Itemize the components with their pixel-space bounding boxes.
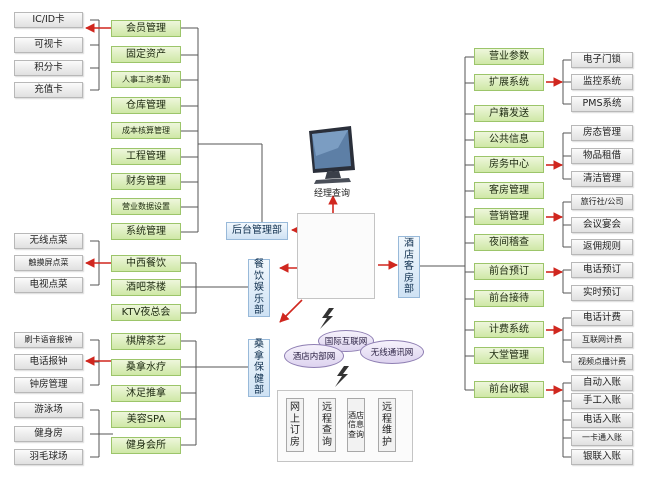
dining-dept[interactable]: 餐饮娱乐部 bbox=[248, 259, 270, 317]
guestroom-module[interactable]: 夜间稽查 bbox=[474, 234, 544, 251]
cashier-item[interactable]: 自动入账 bbox=[571, 375, 633, 391]
ordering-item[interactable]: 触摸屏点菜 bbox=[14, 255, 83, 271]
ordering-item[interactable]: 无线点菜 bbox=[14, 233, 83, 249]
wellness-venue[interactable]: 棋牌茶艺 bbox=[111, 333, 181, 350]
housekeeping-item[interactable]: 房态管理 bbox=[571, 125, 633, 141]
reservation-item[interactable]: 电话预订 bbox=[571, 262, 633, 278]
cashier-item[interactable]: 手工入账 bbox=[571, 393, 633, 409]
backoffice-module[interactable]: 系统管理 bbox=[111, 223, 181, 240]
backoffice-module[interactable]: 仓库管理 bbox=[111, 97, 181, 114]
guestroom-module[interactable]: 客房管理 bbox=[474, 182, 544, 199]
extension-system-item[interactable]: PMS系统 bbox=[571, 96, 633, 112]
reservation-item[interactable]: 实时预订 bbox=[571, 285, 633, 301]
remote-service-item[interactable]: 酒店信息查询 bbox=[347, 398, 365, 452]
wellness-venue[interactable]: 桑拿水疗 bbox=[111, 359, 181, 376]
cashier-item[interactable]: 银联入账 bbox=[571, 449, 633, 465]
server-frame bbox=[297, 213, 375, 299]
remote-service-item[interactable]: 远程维护 bbox=[378, 398, 396, 452]
guestroom-module[interactable]: 前台预订 bbox=[474, 263, 544, 280]
extension-system-item[interactable]: 电子门锁 bbox=[571, 52, 633, 68]
member-card-item[interactable]: 积分卡 bbox=[14, 60, 83, 76]
wellness-service-item[interactable]: 健身房 bbox=[14, 426, 83, 442]
wellness-venue[interactable]: 美容SPA bbox=[111, 411, 181, 428]
guestroom-dept[interactable]: 酒店客房部 bbox=[398, 236, 420, 298]
wellness-dept[interactable]: 桑拿保健部 bbox=[248, 339, 270, 397]
member-card-item[interactable]: IC/ID卡 bbox=[14, 12, 83, 28]
member-card-item[interactable]: 充值卡 bbox=[14, 82, 83, 98]
backoffice-module[interactable]: 营业数据设置 bbox=[111, 198, 181, 215]
backoffice-module[interactable]: 固定资产 bbox=[111, 46, 181, 63]
member-card-item[interactable]: 可视卡 bbox=[14, 37, 83, 53]
backoffice-module[interactable]: 会员管理 bbox=[111, 20, 181, 37]
intranet-network: 酒店内部网 bbox=[284, 344, 344, 368]
remote-service-item[interactable]: 远程查询 bbox=[318, 398, 336, 452]
dining-venue[interactable]: 酒吧茶楼 bbox=[111, 279, 181, 296]
guestroom-module[interactable]: 大堂管理 bbox=[474, 347, 544, 364]
billing-item[interactable]: 互联网计费 bbox=[571, 332, 633, 348]
marketing-item[interactable]: 旅行社/公司 bbox=[571, 194, 633, 210]
ordering-item[interactable]: 电视点菜 bbox=[14, 277, 83, 293]
backoffice-module[interactable]: 成本核算管理 bbox=[111, 122, 181, 139]
wireless-network: 无线通讯网 bbox=[360, 340, 424, 364]
dining-venue[interactable]: 中西餐饮 bbox=[111, 255, 181, 272]
guestroom-module[interactable]: 营销管理 bbox=[474, 208, 544, 225]
marketing-item[interactable]: 返佣规则 bbox=[571, 239, 633, 255]
manager-query-label[interactable]: 经理查询 bbox=[314, 189, 351, 199]
billing-item[interactable]: 电话计费 bbox=[571, 310, 633, 326]
housekeeping-item[interactable]: 物品租借 bbox=[571, 148, 633, 164]
wellness-service-item[interactable]: 刷卡语音报钟 bbox=[14, 332, 83, 348]
backoffice-module[interactable]: 财务管理 bbox=[111, 173, 181, 190]
guestroom-module[interactable]: 前台收银 bbox=[474, 381, 544, 398]
guestroom-module[interactable]: 户籍发送 bbox=[474, 105, 544, 122]
guestroom-module[interactable]: 前台接待 bbox=[474, 290, 544, 307]
housekeeping-item[interactable]: 清洁管理 bbox=[571, 171, 633, 187]
backoffice-module[interactable]: 人事工资考勤 bbox=[111, 71, 181, 88]
guestroom-module[interactable]: 扩展系统 bbox=[474, 74, 544, 91]
cashier-item[interactable]: 电话入账 bbox=[571, 412, 633, 428]
backoffice-module[interactable]: 工程管理 bbox=[111, 148, 181, 165]
guestroom-module[interactable]: 营业参数 bbox=[474, 48, 544, 65]
remote-service-item[interactable]: 网上订房 bbox=[286, 398, 304, 452]
cashier-item[interactable]: 一卡通入账 bbox=[571, 430, 633, 446]
guestroom-module[interactable]: 房务中心 bbox=[474, 156, 544, 173]
wellness-service-item[interactable]: 羽毛球场 bbox=[14, 449, 83, 465]
wellness-service-item[interactable]: 钟房管理 bbox=[14, 377, 83, 393]
wellness-service-item[interactable]: 电话报钟 bbox=[14, 354, 83, 370]
dining-venue[interactable]: KTV夜总会 bbox=[111, 304, 181, 321]
monitor-icon bbox=[309, 126, 355, 184]
wellness-venue[interactable]: 健身会所 bbox=[111, 437, 181, 454]
guestroom-module[interactable]: 公共信息 bbox=[474, 131, 544, 148]
extension-system-item[interactable]: 监控系统 bbox=[571, 74, 633, 90]
guestroom-module[interactable]: 计费系统 bbox=[474, 321, 544, 338]
billing-item[interactable]: 视频点播计费 bbox=[571, 354, 633, 370]
wellness-venue[interactable]: 沐足推拿 bbox=[111, 385, 181, 402]
marketing-item[interactable]: 会议宴会 bbox=[571, 217, 633, 233]
backoffice-dept[interactable]: 后台管理部 bbox=[226, 222, 288, 240]
wellness-service-item[interactable]: 游泳场 bbox=[14, 402, 83, 418]
